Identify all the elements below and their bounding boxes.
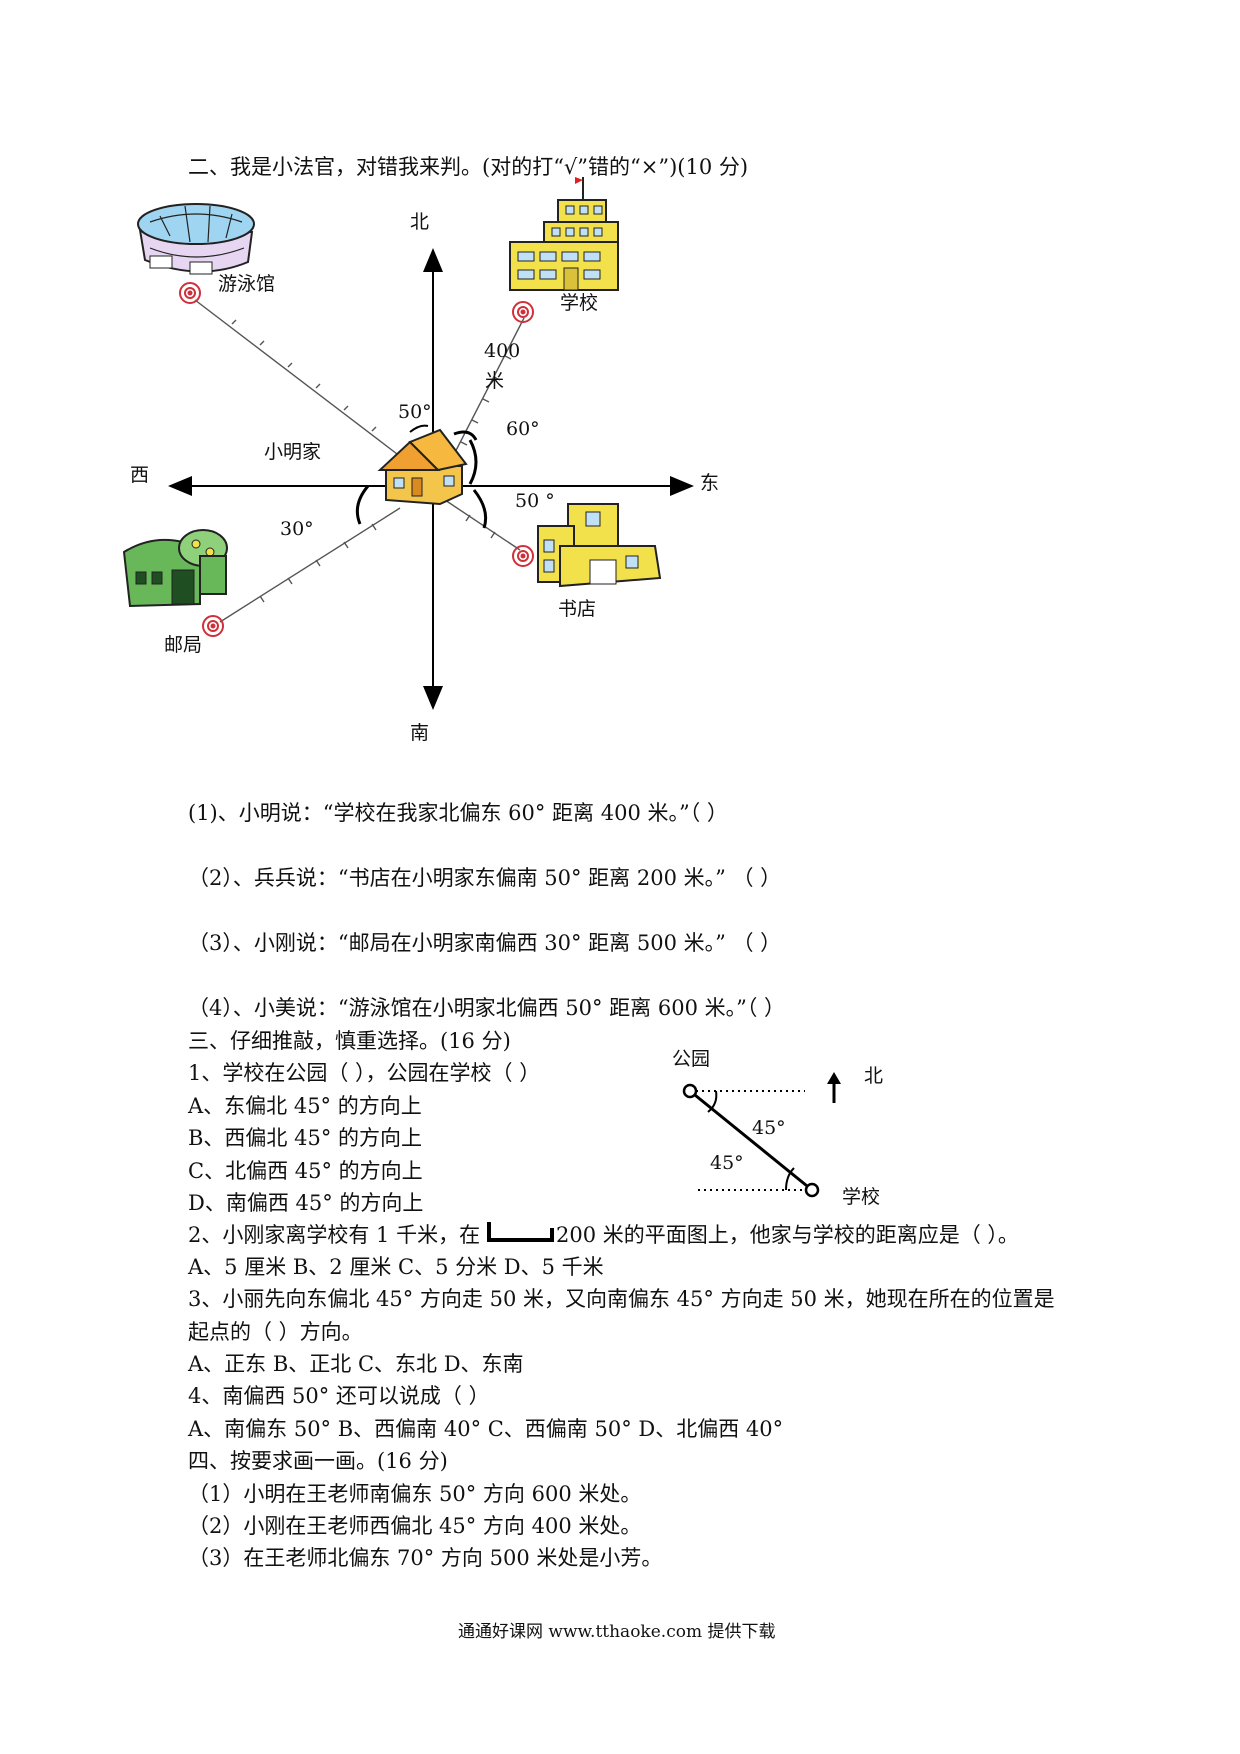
angle-arc-east	[468, 439, 478, 485]
ray-swimming	[194, 299, 419, 471]
swimming-pool-illustration	[137, 203, 255, 275]
section2-title: 二、我是小法官，对错我来判。(对的打“√”错的“×”)(10 分)	[188, 155, 749, 179]
map-east-label: 东	[700, 472, 720, 494]
park-school-segment	[689, 1089, 813, 1192]
q1-stem: 1、学校在公园（ ），公园在学校（ ）	[188, 1061, 541, 1085]
home-label: 小明家	[264, 441, 322, 463]
angle-arc-school	[453, 430, 478, 441]
distance-unit: 米	[485, 370, 505, 392]
judge-item-4: （4）、小美说：“游泳馆在小明家北偏西 50° 距离 600 米。”（ ）	[188, 996, 786, 1020]
bookstore-label: 书店	[558, 598, 597, 620]
section4-title: 四、按要求画一画。(16 分)	[188, 1449, 448, 1473]
q3-stem-line2: 起点的（ ）方向。	[188, 1320, 363, 1344]
map-south-label: 南	[410, 722, 430, 744]
angle-label-school: 60°	[506, 418, 540, 440]
draw-item-1: （1）小明在王老师南偏东 50° 方向 600 米处。	[188, 1482, 642, 1506]
map-west-label: 西	[130, 464, 150, 486]
judge-item-1: (1)、小明说：“学校在我家北偏东 60° 距离 400 米。”（ ）	[188, 801, 728, 825]
park-point	[682, 1083, 698, 1099]
distance-number: 400	[484, 340, 521, 362]
target-bookstore	[512, 545, 534, 567]
swimming-label: 游泳馆	[218, 273, 276, 295]
angle-arc-west	[355, 485, 370, 525]
q2-stem-part2: 200 米的平面图上，他家与学校的距离应是（ ）。	[556, 1223, 1019, 1247]
target-school	[512, 301, 534, 323]
angle-label-swimming: 50°	[398, 401, 432, 423]
diagram-angle-1: 45°	[752, 1117, 786, 1139]
section3-title: 三、仔细推敲，慎重选择。(16 分)	[188, 1029, 511, 1053]
park-angle-arc	[707, 1090, 718, 1113]
judge-item-2: （2）、兵兵说：“书店在小明家东偏南 50° 距离 200 米。” （ ）	[188, 866, 782, 890]
draw-item-3: （3）在王老师北偏东 70° 方向 500 米处是小芳。	[188, 1546, 663, 1570]
q1-option-a: A、东偏北 45° 的方向上	[188, 1094, 422, 1118]
diagram-park-label: 公园	[672, 1048, 711, 1070]
angle-label-post: 30°	[280, 518, 314, 540]
diagram-school-label: 学校	[842, 1186, 881, 1208]
ray-bookstore	[444, 499, 521, 551]
scale-bar-icon	[487, 1222, 554, 1242]
footer-text: 通通好课网 www.tthaoke.com 提供下载	[458, 1622, 776, 1642]
map-north-label: 北	[410, 211, 430, 233]
direction-map	[122, 177, 694, 710]
home-illustration	[377, 428, 468, 506]
diagram-north-label: 北	[864, 1065, 884, 1087]
angle-arc-north	[409, 424, 429, 433]
judge-item-3: （3）、小刚说：“邮局在小明家南偏西 30° 距离 500 米。” （ ）	[188, 931, 782, 955]
school-point	[804, 1182, 820, 1198]
q3-options: A、正东 B、正北 C、东北 D、东南	[188, 1352, 524, 1376]
ray-school	[447, 317, 525, 467]
ray-post	[219, 507, 401, 623]
draw-item-2: （2）小刚在王老师西偏北 45° 方向 400 米处。	[188, 1514, 642, 1538]
q4-stem: 4、南偏西 50° 还可以说成（ ）	[188, 1384, 490, 1408]
post-office-illustration	[122, 529, 228, 608]
q2-stem-part1: 2、小刚家离学校有 1 千米，在	[188, 1223, 481, 1247]
angle-arc-southeast	[472, 489, 488, 529]
school-angle-arc	[785, 1167, 795, 1191]
angle-label-bookstore: 50 °	[515, 490, 555, 512]
target-swimming	[179, 282, 201, 304]
bookstore-illustration	[537, 503, 662, 588]
q3-stem-line1: 3、小丽先向东偏北 45° 方向走 50 米，又向南偏东 45° 方向走 50 …	[188, 1287, 1055, 1311]
diagram-angle-2: 45°	[710, 1152, 744, 1174]
target-post	[202, 615, 224, 637]
q1-option-b: B、西偏北 45° 的方向上	[188, 1126, 423, 1150]
post-office-label: 邮局	[164, 634, 203, 656]
q1-option-d: D、南偏西 45° 的方向上	[188, 1191, 424, 1215]
q1-option-c: C、北偏西 45° 的方向上	[188, 1159, 423, 1183]
school-label: 学校	[560, 292, 599, 314]
q4-options: A、南偏东 50° B、西偏南 40° C、西偏南 50° D、北偏西 40°	[188, 1417, 784, 1441]
school-illustration	[509, 177, 619, 291]
q2-options: A、5 厘米 B、2 厘米 C、5 分米 D、5 千米	[188, 1255, 604, 1279]
